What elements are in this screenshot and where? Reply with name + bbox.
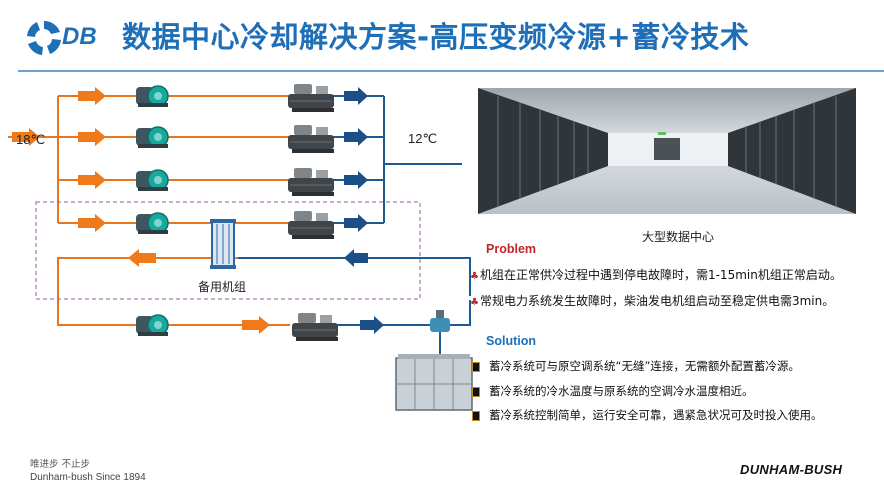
warm-flow-arrows <box>12 87 270 334</box>
pump-icon <box>135 85 169 108</box>
cold-flow-arrows <box>344 87 384 334</box>
backup-unit-label: 备用机组 <box>198 280 247 294</box>
pump-icon <box>135 314 169 337</box>
inlet-temperature: 18℃ <box>16 132 46 147</box>
pump-icon <box>135 169 169 192</box>
problem-item: ♣机组在正常供冷过程中遇到停电故障时，需1-15min机组正常启动。 <box>470 268 842 282</box>
pump-icon <box>135 212 169 235</box>
logo-text: DB <box>62 23 97 50</box>
footer-since: Dunham-bush Since 1894 <box>30 472 146 483</box>
solution-item: 蓄冷系统的冷水温度与原系统的空调冷水温度相近。 <box>472 383 754 399</box>
header-divider <box>18 70 884 72</box>
flame-bullet-icon: ♣ <box>470 271 479 282</box>
chiller-icon <box>287 210 335 240</box>
backup-group-frame <box>35 201 421 300</box>
solution-item: 蓄冷系统控制简单，运行安全可靠，遇紧急状况可及时投入使用。 <box>472 407 823 423</box>
heat-exchanger-icon <box>210 219 236 269</box>
slide-title: 数据中心冷却解决方案-高压变频冷源+蓄冷技术 <box>122 20 750 54</box>
chiller-icon <box>287 167 335 197</box>
solution-heading: Solution <box>486 334 536 348</box>
footer-slogan: 唯进步 不止步 <box>30 459 91 470</box>
problem-item: ♣常规电力系统发生故障时，柴油发电机组启动至稳定供电需3min。 <box>470 294 835 308</box>
db-logo-icon <box>27 20 61 55</box>
brand-logo: DUNHAM-BUSH <box>740 462 843 477</box>
problem-heading: Problem <box>486 242 537 256</box>
storage-tank-icon <box>395 354 473 411</box>
chiller-icon <box>291 312 339 342</box>
valve-icon <box>430 310 450 332</box>
square-bullet-icon <box>472 386 480 397</box>
chiller-icon <box>287 124 335 154</box>
flame-bullet-icon: ♣ <box>470 297 479 308</box>
server-room-photo <box>478 88 856 214</box>
photo-caption: 大型数据中心 <box>642 230 715 244</box>
solution-item: 蓄冷系统可与原空调系统“无缝”连接，无需额外配置蓄冷源。 <box>472 358 800 374</box>
square-bullet-icon <box>472 410 480 421</box>
pump-icon <box>135 126 169 149</box>
square-bullet-icon <box>472 361 480 372</box>
outlet-temperature: 12℃ <box>408 131 438 146</box>
chiller-icon <box>287 83 335 113</box>
